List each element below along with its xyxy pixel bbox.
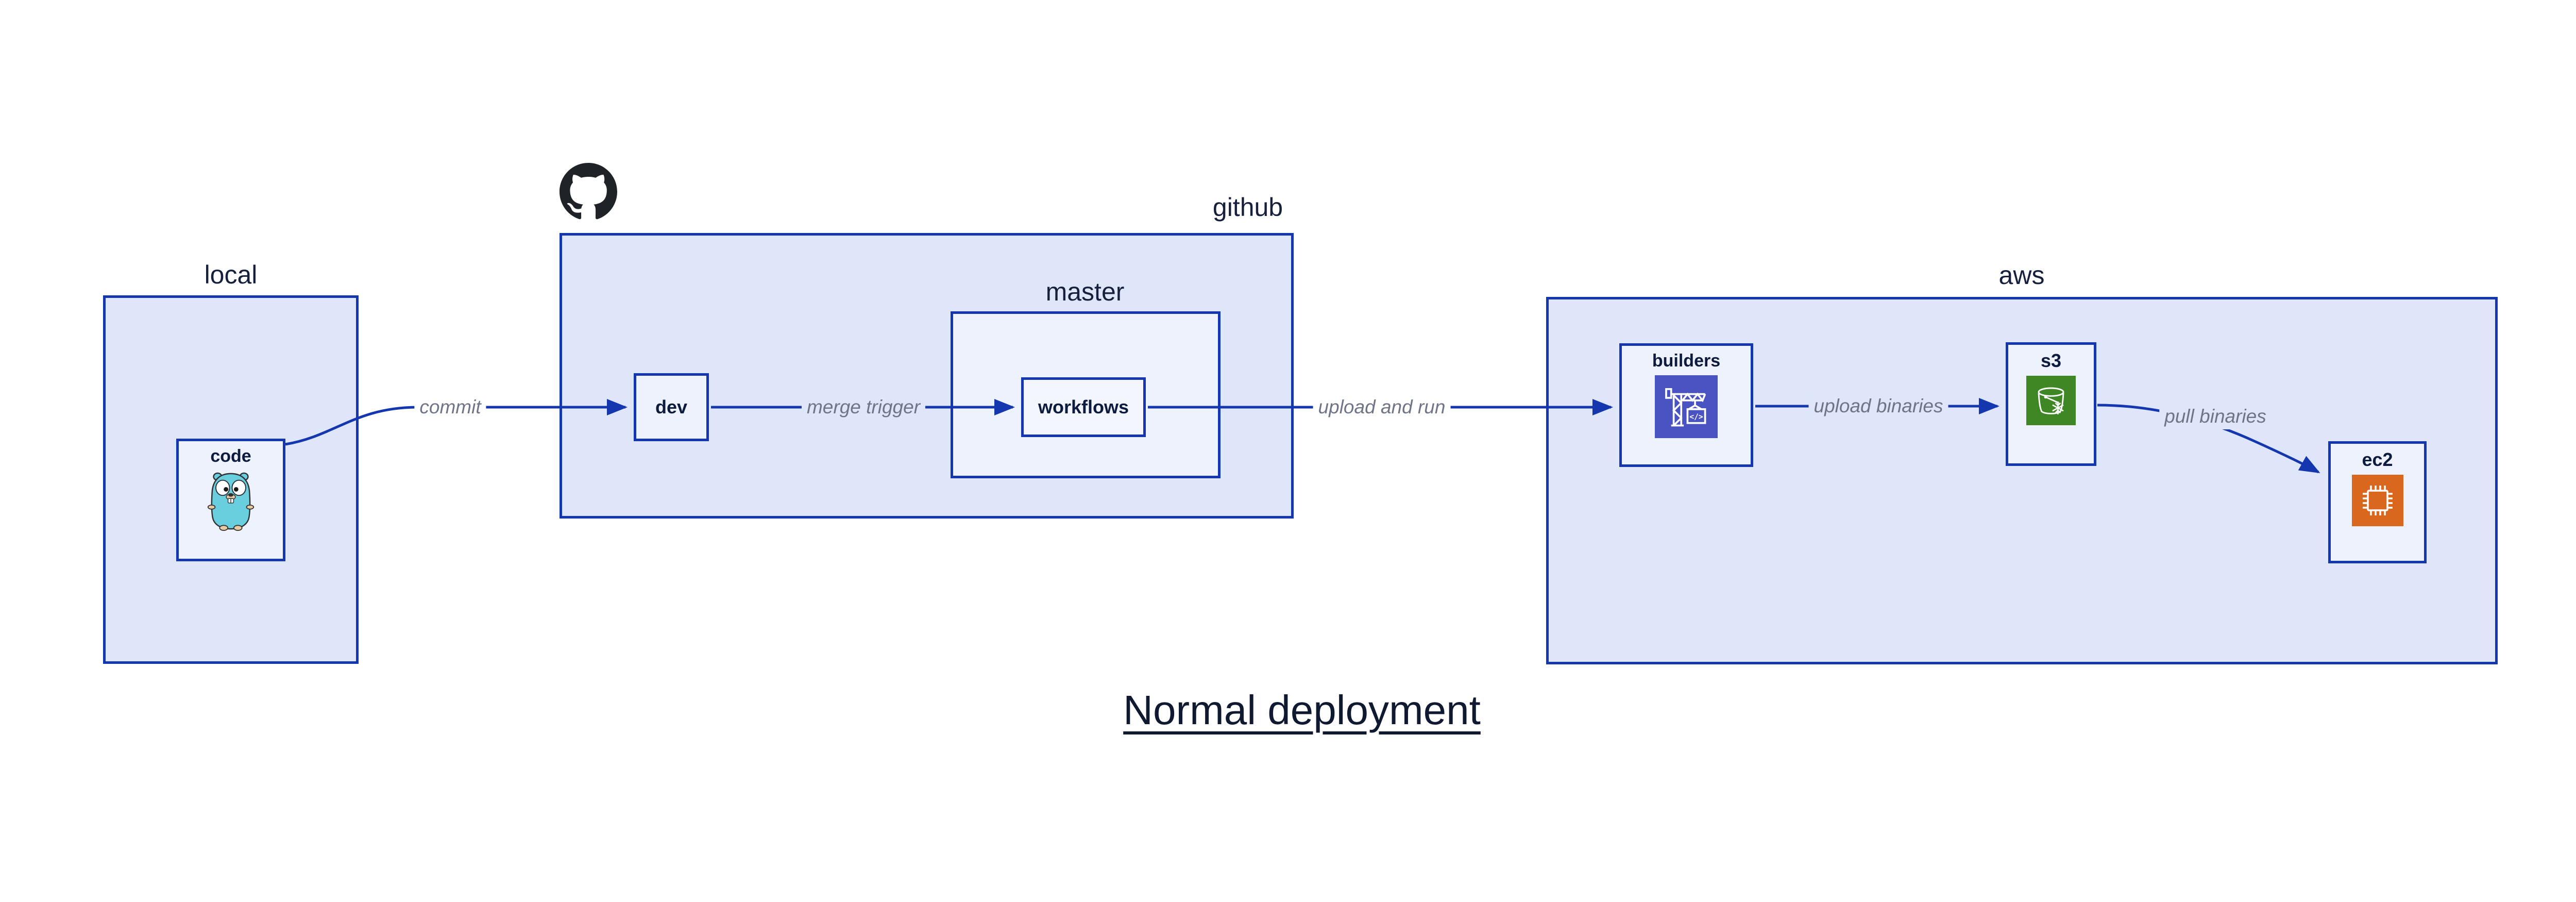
node-label-dev: dev: [655, 396, 688, 417]
codebuild-icon-code-glyph: </>: [1689, 412, 1703, 421]
group-label-github: github: [1212, 193, 1283, 222]
node-s3: s3: [2006, 342, 2096, 466]
diagram-title: Normal deployment: [1123, 687, 1481, 733]
group-label-local: local: [204, 260, 258, 289]
node-label-workflows: workflows: [1038, 396, 1129, 417]
node-label-builders: builders: [1652, 351, 1721, 371]
node-label-ec2: ec2: [2362, 449, 2393, 470]
node-builders: builders </>: [1619, 343, 1753, 467]
node-code: code: [176, 439, 285, 561]
go-gopher-icon: [205, 471, 257, 534]
group-label-master: master: [1045, 277, 1125, 306]
codebuild-crane-icon: </>: [1655, 375, 1718, 441]
node-ec2: ec2: [2328, 441, 2427, 563]
s3-glacier-bucket-icon: [2026, 376, 2076, 428]
ec2-chip-icon: [2351, 475, 2403, 529]
edge-label-merge-trigger: merge trigger: [801, 394, 926, 420]
node-label-code: code: [210, 446, 251, 466]
node-label-s3: s3: [2040, 350, 2062, 371]
node-dev: dev: [634, 373, 709, 441]
node-workflows: workflows: [1021, 377, 1146, 437]
edge-label-commit: commit: [414, 394, 486, 420]
edge-label-pull-binaries: pull binaries: [2159, 404, 2272, 429]
github-octocat-icon: [560, 163, 617, 221]
edge-label-upload-and-run: upload and run: [1313, 394, 1451, 420]
edge-label-upload-binaries: upload binaries: [1808, 393, 1948, 419]
group-label-aws: aws: [1998, 261, 2045, 290]
